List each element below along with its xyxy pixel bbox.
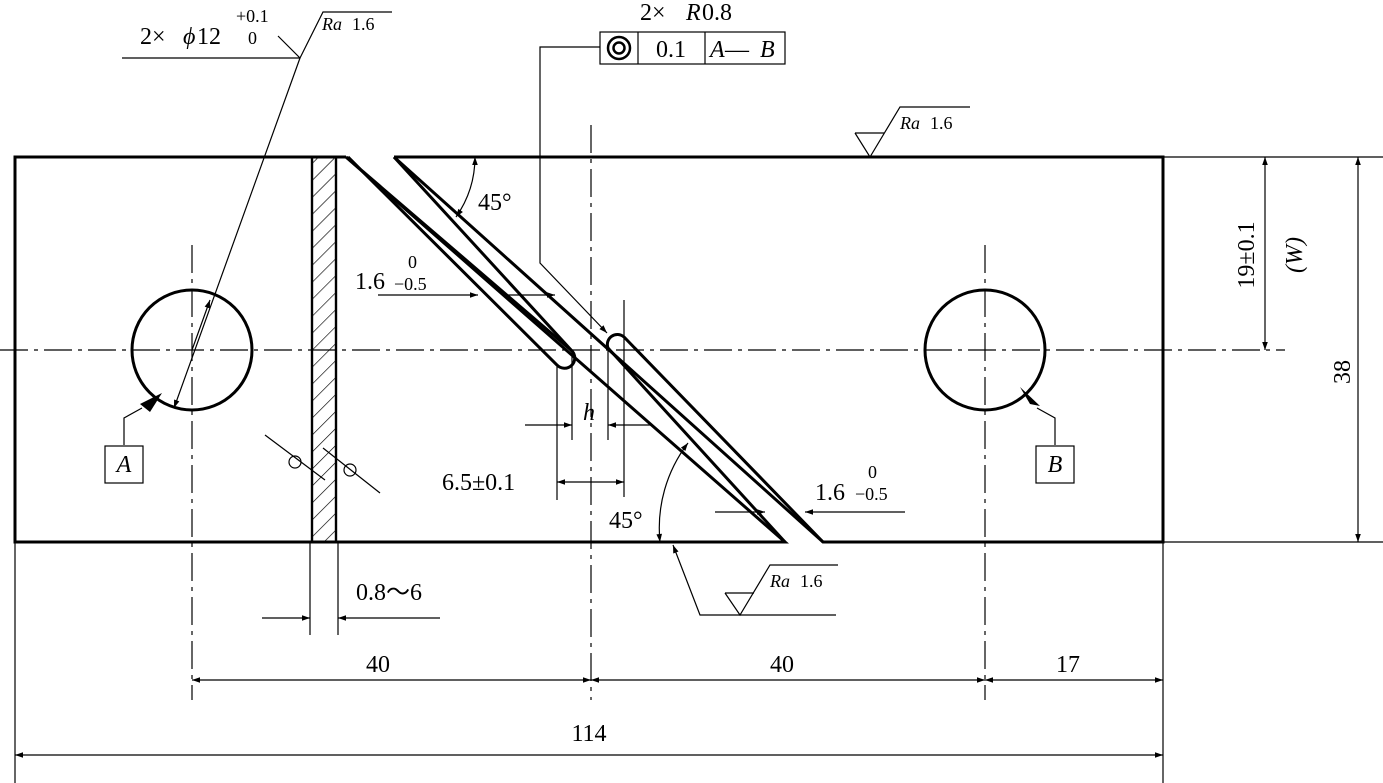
datum-a-label: A xyxy=(115,452,132,478)
hole-upper-tol: +0.1 xyxy=(236,6,269,26)
angle-top-label: 45° xyxy=(478,190,512,216)
slot-width-left-lower: −0.5 xyxy=(394,274,427,294)
roughness-symbol-bottom: Ra 1.6 xyxy=(724,564,838,617)
gap-h-label: h xyxy=(583,400,595,426)
datum-b-frame xyxy=(1035,445,1075,484)
angle-bottom-label: 45° xyxy=(609,508,643,534)
cut-width-label: 0.8～6 xyxy=(356,580,422,606)
leaders xyxy=(122,46,1056,616)
hole-lower-tol: 0 xyxy=(248,28,257,48)
width-dim-label: 19±0.1 xyxy=(1234,221,1260,288)
radius-spec-letter: R xyxy=(685,0,701,26)
hole-spec-phi: ϕ xyxy=(183,24,195,50)
svg-text:1.6: 1.6 xyxy=(930,113,953,133)
dim-40-left-label: 40 xyxy=(366,652,390,678)
extension-lines xyxy=(14,156,1383,783)
svg-text:1.6: 1.6 xyxy=(352,14,375,34)
concentricity-frame: 0.1 A — B xyxy=(599,31,786,65)
radius-spec-value: 0.8 xyxy=(702,0,732,26)
tip-distance-label: 6.5±0.1 xyxy=(442,470,515,496)
datum-b-label: B xyxy=(1048,452,1063,478)
dim-17-label: 17 xyxy=(1056,652,1080,678)
svg-text:1.6: 1.6 xyxy=(800,571,823,591)
hole-spec-size: 12 xyxy=(197,24,221,50)
cut-symbols xyxy=(264,434,381,494)
concentricity-tolerance: 0.1 xyxy=(656,37,686,63)
dim-40-right-label: 40 xyxy=(770,652,794,678)
svg-text:Ra: Ra xyxy=(321,14,342,34)
slot-width-left-upper: 0 xyxy=(408,252,417,272)
slot-width-right-base: 1.6 xyxy=(815,480,845,506)
slot-width-right-lower: −0.5 xyxy=(855,484,888,504)
width-symbol-label: (W) xyxy=(1282,237,1308,273)
slot-width-right-upper: 0 xyxy=(868,462,877,482)
datum-a-frame xyxy=(104,445,144,484)
right-slot xyxy=(605,332,825,544)
slot-width-left-base: 1.6 xyxy=(355,269,385,295)
dimension-lines xyxy=(15,156,1361,758)
concentricity-dash: — xyxy=(724,37,750,63)
svg-text:Ra: Ra xyxy=(899,113,920,133)
height-dim-label: 38 xyxy=(1330,360,1356,384)
radius-spec-prefix: 2× xyxy=(640,0,666,26)
concentricity-datum-a: A xyxy=(708,37,725,63)
roughness-symbol-hole: Ra 1.6 xyxy=(277,11,392,60)
svg-text:Ra: Ra xyxy=(769,571,790,591)
concentricity-datum-b: B xyxy=(760,37,775,63)
concentricity-icon xyxy=(606,35,632,61)
center-lines xyxy=(0,125,1285,700)
dim-114-label: 114 xyxy=(571,721,606,747)
roughness-symbol-top: Ra 1.6 xyxy=(854,106,970,159)
hole-spec-prefix: 2× xyxy=(140,24,166,50)
